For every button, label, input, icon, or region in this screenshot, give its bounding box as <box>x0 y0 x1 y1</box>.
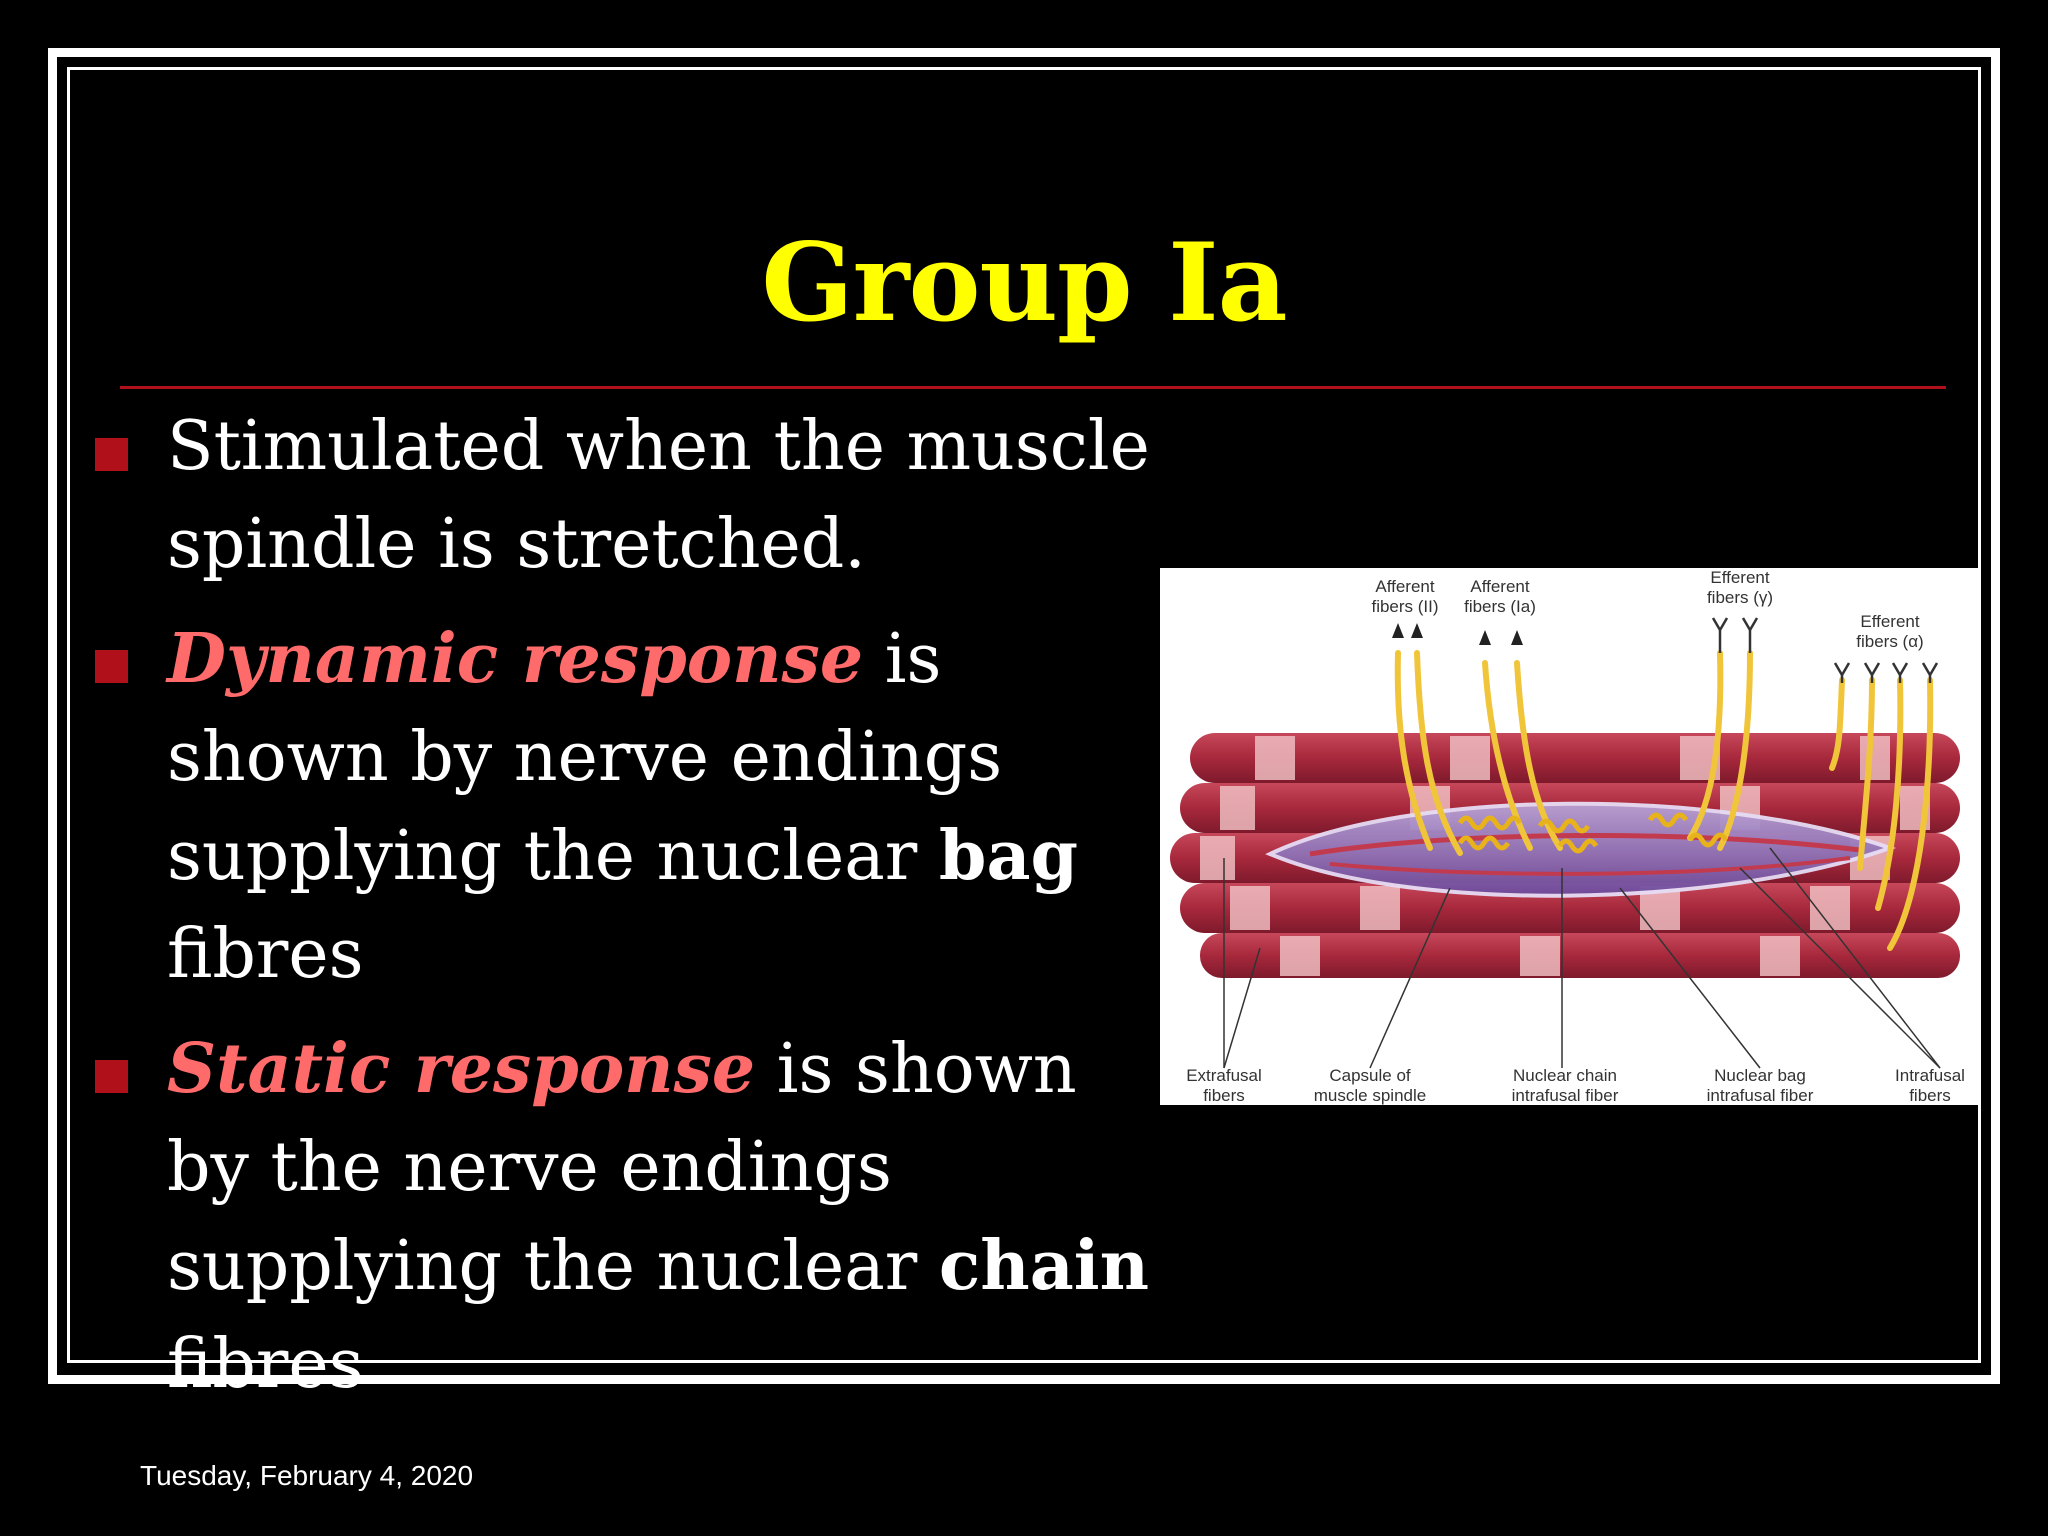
bullet-text-end: fibres <box>167 915 364 994</box>
label-efferent-alpha: Efferent fibers (α) <box>1856 612 1924 651</box>
muscle-spindle-figure: Afferent fibers (II) Afferent fibers (Ia… <box>1160 568 1980 1105</box>
bullet-emphasis: Dynamic response <box>167 619 864 699</box>
label-extrafusal: Extrafusal fibers <box>1186 1066 1262 1105</box>
efferent-endings-icon <box>1711 617 1939 683</box>
bullet-item-stimulated: Stimulated when the muscle spindle is st… <box>95 398 1175 594</box>
bullet-bold: chain <box>938 1226 1150 1306</box>
bullet-marker-icon <box>95 1060 128 1093</box>
bullet-text: Stimulated when the muscle spindle is st… <box>167 407 1150 584</box>
label-efferent-gamma: Efferent fibers (γ) <box>1706 568 1774 607</box>
bullet-emphasis: Static response <box>167 1029 756 1109</box>
bullet-text: is shown by nerve endings supplying the … <box>167 620 1003 896</box>
bullet-list: Stimulated when the muscle spindle is st… <box>95 398 1175 1414</box>
leader-lines-graphic <box>1223 847 1941 1069</box>
slide-date: Tuesday, February 4, 2020 <box>140 1460 474 1491</box>
bullet-text-end: fibres <box>167 1325 364 1404</box>
label-nuclear-bag: Nuclear bag intrafusal fiber <box>1706 1066 1814 1105</box>
bullet-text: is shown by the nerve endings supplying … <box>167 1030 1077 1306</box>
bullet-item-static: Static response is shown by the nerve en… <box>95 1020 1175 1414</box>
nerve-fibers-graphic <box>1394 650 1934 951</box>
muscle-spindle-illustration <box>1170 617 1960 1069</box>
title-divider <box>120 386 1946 389</box>
label-afferent-ii: Afferent fibers (II) <box>1371 577 1439 616</box>
afferent-arrows-icon <box>1392 623 1523 645</box>
label-afferent-ia: Afferent fibers (Ia) <box>1464 577 1536 616</box>
label-intrafusal: Intrafusal fibers <box>1895 1066 1965 1105</box>
label-nuclear-chain: Nuclear chain intrafusal fiber <box>1511 1066 1619 1105</box>
slide-title: Group Ia <box>761 220 1287 346</box>
slide-outer-border <box>48 48 2000 1384</box>
bullet-marker-icon <box>95 650 128 683</box>
label-capsule: Capsule of muscle spindle <box>1313 1066 1427 1105</box>
bullet-marker-icon <box>95 438 128 471</box>
annulospiral-endings-graphic <box>1457 812 1729 854</box>
bullet-item-dynamic: Dynamic response is shown by nerve endin… <box>95 610 1175 1004</box>
bullet-bold: bag <box>938 816 1079 896</box>
